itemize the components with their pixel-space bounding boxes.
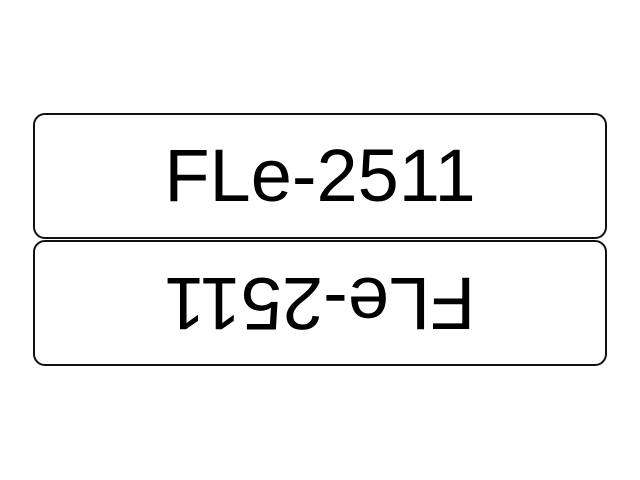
label-text: FLe-2511	[164, 134, 476, 217]
label-top: FLe-2511	[33, 113, 607, 239]
label-text-rotated: FLe-2511	[164, 262, 476, 345]
label-bottom-rotated: FLe-2511	[33, 240, 607, 366]
